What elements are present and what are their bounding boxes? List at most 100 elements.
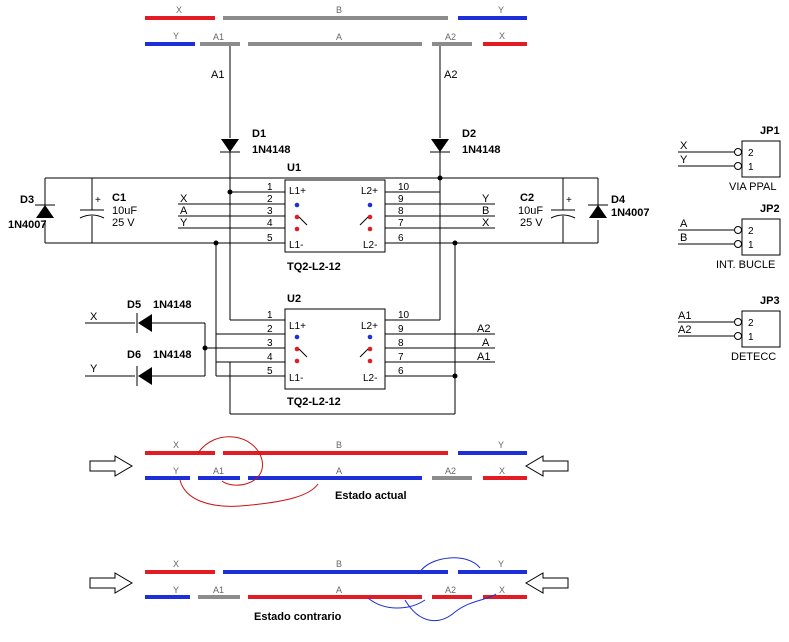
diode-d1-symbol: [221, 139, 239, 152]
rail-label: X: [173, 440, 179, 450]
pin-number: 8: [398, 206, 404, 217]
rail-label: B: [336, 559, 342, 569]
diode-part: 1N4007: [8, 219, 47, 231]
rail-label: X: [176, 5, 182, 15]
rail-label: X: [499, 466, 505, 476]
arrow-right-icon: [89, 572, 133, 594]
coil-label: L2+: [361, 321, 378, 332]
jumper-pin: 2: [748, 226, 754, 237]
cap-value: 10uF: [112, 205, 137, 217]
rail-label: A1: [213, 32, 224, 42]
rail-label: A: [336, 32, 342, 42]
pin-number: 6: [398, 366, 404, 377]
jumper-name: VIA PPAL: [729, 181, 777, 193]
pin-number: 3: [267, 338, 273, 349]
jumper-name: INT. BUCLE: [716, 259, 775, 271]
rail-label: Y: [498, 559, 504, 569]
pin-number: 6: [398, 233, 404, 244]
coil-label: L2-: [363, 373, 377, 384]
diode-ref: D4: [611, 194, 626, 206]
pin-number: 10: [398, 182, 410, 193]
pin-number: 5: [267, 366, 273, 377]
relay-part: TQ2-L2-12: [287, 261, 341, 273]
signal-label: Y: [180, 217, 188, 229]
jumper-pin: 2: [748, 318, 754, 329]
rail-label: A: [336, 466, 342, 476]
top-rails: X B Y Y A1 A A2 X: [145, 5, 527, 46]
diode-ref: D2: [462, 128, 476, 140]
coil-label: L1-: [289, 373, 303, 384]
diode-d6-symbol: [138, 367, 152, 385]
jumper-jp3: JP3 A1 A2 2 1 DETECC: [678, 295, 781, 363]
pin-number: 1: [267, 182, 273, 193]
cap-value: 10uF: [518, 205, 543, 217]
pin-number: 4: [267, 218, 273, 229]
coil-label: L1+: [289, 321, 306, 332]
rail-label: X: [173, 559, 179, 569]
jumper-signal: A: [680, 218, 688, 230]
jumper-signal: A1: [678, 310, 691, 322]
rail-label: A1: [213, 585, 224, 595]
pin-number: 4: [267, 352, 273, 363]
jumper-ref: JP1: [760, 125, 780, 137]
state-contrario: X B Y Y A1 A A2 X Estado contrario: [89, 557, 569, 623]
diode-part: 1N4148: [153, 349, 192, 361]
jumper-pin: 1: [748, 240, 754, 251]
cap-volt: 25 V: [520, 217, 543, 229]
diode-part: 1N4007: [611, 207, 650, 219]
relay-ref: U2: [287, 293, 301, 305]
signal-label: A1: [477, 351, 490, 363]
diode-ref: D3: [20, 194, 34, 206]
signal-label: B: [482, 205, 489, 217]
rail-label: Y: [173, 31, 179, 41]
relay-part: TQ2-L2-12: [287, 396, 341, 408]
jumper-signal: Y: [680, 154, 688, 166]
left-supply: D3 1N4007 + C1 10uF 25 V: [8, 177, 440, 246]
input-diodes: X D5 1N4148 Y D6 1N4148: [85, 299, 285, 386]
coil-label: L1-: [289, 240, 303, 251]
arrow-left-icon: [525, 455, 569, 477]
jumper-pin: 1: [748, 332, 754, 343]
diode-d3-symbol: [36, 205, 54, 218]
signal-label: A: [180, 205, 188, 217]
diode-d2-symbol: [431, 139, 449, 152]
drop-wires: A1 A2: [211, 46, 457, 138]
wire-label-a1: A1: [211, 69, 224, 81]
pin-number: 9: [398, 194, 404, 205]
jumper-signal: A2: [678, 324, 691, 336]
signal-label: X: [482, 217, 490, 229]
jumper-ref: JP2: [760, 203, 780, 215]
relay-u1: U1 TQ2-L2-12 1 2 3 4 5 X A Y 10 9 8 7 6 …: [178, 162, 495, 273]
pin-number: 10: [398, 310, 410, 321]
signal-label: X: [180, 193, 188, 205]
diode-ref: D5: [127, 299, 141, 311]
cap-ref: C1: [112, 192, 126, 204]
rail-label: A2: [445, 585, 456, 595]
signal-label: A2: [477, 323, 490, 335]
cap-polarity: +: [95, 195, 101, 206]
pin-number: 1: [267, 310, 273, 321]
pin-number: 9: [398, 324, 404, 335]
cap-ref: C2: [520, 192, 534, 204]
jumper-jp2: JP2 A B 2 1 INT. BUCLE: [678, 203, 781, 271]
rail-label: A1: [213, 466, 224, 476]
rail-label: Y: [498, 440, 504, 450]
rail-label: Y: [173, 466, 179, 476]
pin-number: 5: [267, 233, 273, 244]
rail-label: X: [499, 585, 505, 595]
diode-d1: D1 1N4148: [220, 128, 291, 192]
diode-d4-symbol: [589, 205, 607, 218]
state-actual: X B Y Y A1 A A2 X Estado actual: [89, 436, 569, 507]
jumper-signal: B: [680, 232, 687, 244]
rail-label: B: [336, 440, 342, 450]
pin-number: 2: [267, 194, 273, 205]
jumper-signal: X: [680, 140, 688, 152]
signal-label: Y: [482, 193, 490, 205]
diode-part: 1N4148: [462, 144, 501, 156]
jumper-pin: 1: [748, 162, 754, 173]
jumper-pin: 2: [748, 148, 754, 159]
diode-ref: D6: [127, 349, 141, 361]
wire-label-a2: A2: [444, 69, 457, 81]
state-title: Estado contrario: [254, 611, 342, 623]
